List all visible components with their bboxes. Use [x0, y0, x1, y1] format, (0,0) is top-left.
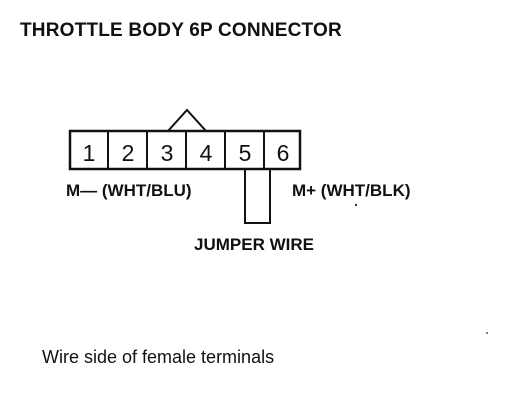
scan-speck — [486, 332, 488, 334]
m-plus-label: M+ (WHT/BLK) — [292, 181, 411, 200]
connector-lock-tab — [167, 108, 207, 132]
jumper-wire — [244, 169, 271, 224]
terminal-6: 6 — [277, 140, 290, 166]
scan-speck — [354, 203, 358, 207]
terminal-2: 2 — [122, 140, 135, 166]
jumper-wire-label: JUMPER WIRE — [194, 235, 314, 254]
terminal-3: 3 — [161, 140, 174, 166]
terminal-4: 4 — [200, 140, 213, 166]
terminal-1: 1 — [83, 140, 96, 166]
m-minus-label: M— (WHT/BLU) — [66, 181, 192, 200]
caption: Wire side of female terminals — [42, 347, 275, 367]
diagram-title: THROTTLE BODY 6P CONNECTOR — [20, 20, 342, 41]
terminal-5: 5 — [239, 140, 252, 166]
